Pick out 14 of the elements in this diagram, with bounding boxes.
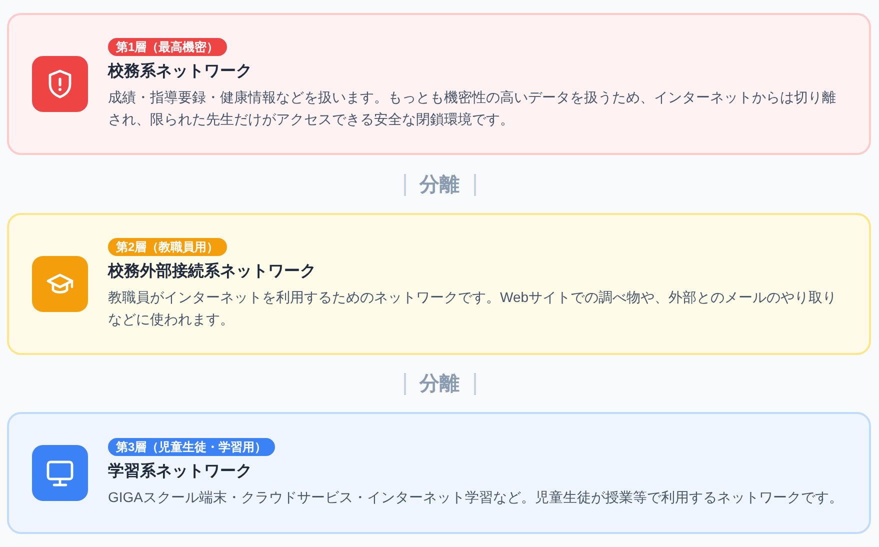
card-description: GIGAスクール端末・クラウドサービス・インターネット学習など。児童生徒が授業等で利用するネットワークです。 [108,488,844,507]
layer-badge: 第1層（最高機密） [108,38,227,56]
layer-card [7,13,871,155]
card-description: 教職員がインターネットを利用するためのネットワークです。Webサイトでの調べ物や、外部とのメールのやり取りなどに使われます。 [108,288,838,329]
card-title: 校務系ネットワーク [108,61,252,82]
layer-card [7,412,871,534]
separator-label: 分離 [420,372,460,397]
layer-badge: 第2層（教職員用） [108,238,227,256]
card-title: 校務外部接続系ネットワーク [108,261,316,282]
card-description: 成績・指導要録・健康情報などを扱います。もっとも機密性の高いデータを扱うため、インターネットからは切り離され、限られた先生だけがアクセスできる安全な閉鎖環境です。 [108,88,837,129]
separator-label: 分離 [420,173,460,198]
layer-card [7,213,871,355]
card-title: 学習系ネットワーク [108,461,252,482]
layer-badge: 第3層（児童生徒・学習用） [108,438,275,456]
